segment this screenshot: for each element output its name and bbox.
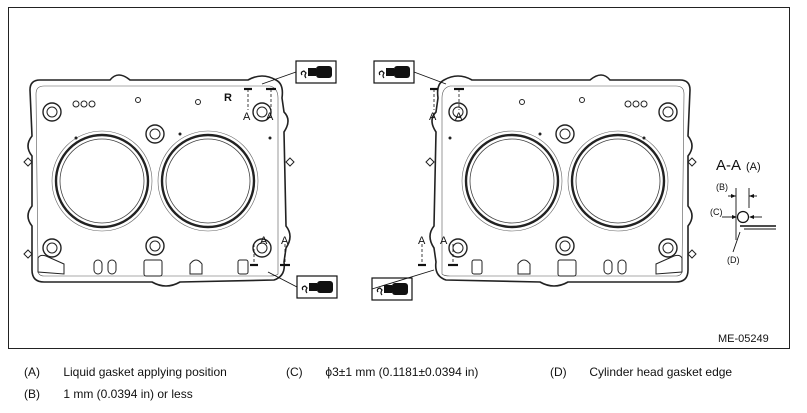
legend: (A) Liquid gasket applying position (B) …: [24, 365, 784, 409]
applicator-icon-top-left: [295, 60, 337, 84]
legend-item-d: (D) Cylinder head gasket edge: [550, 365, 732, 379]
section-letter-a: A: [266, 111, 274, 123]
legend-text: Cylinder head gasket edge: [589, 365, 733, 379]
legend-item-c: (C) ϕ3±1 mm (0.1181±0.0394 in): [286, 365, 478, 379]
section-title-ref: (A): [746, 161, 761, 173]
applicator-icon-bottom-right: [371, 277, 413, 301]
section-title: A-A: [716, 157, 741, 174]
section-letter-a: A: [455, 111, 463, 123]
legend-item-b: (B) 1 mm (0.0394 in) or less: [24, 387, 193, 401]
figure-frame: [8, 7, 790, 349]
legend-key: (C): [286, 365, 303, 379]
legend-key: (D): [550, 365, 567, 379]
head-mark-label: R: [224, 92, 232, 104]
section-letter-a: A: [429, 111, 437, 123]
detail-label-d: (D): [727, 255, 740, 265]
section-letter-a: A: [260, 235, 268, 247]
figure-code: ME-05249: [718, 333, 769, 345]
legend-text: 1 mm (0.0394 in) or less: [63, 387, 193, 401]
section-letter-a: A: [243, 111, 251, 123]
section-detail-arrowheads: [731, 194, 754, 219]
left-gasket: [22, 73, 296, 288]
right-gasket: [424, 73, 698, 288]
gasket-diagram: R A A A A A A A A A-A (A) (B: [22, 60, 776, 345]
legend-text: Liquid gasket applying position: [63, 365, 227, 379]
legend-key: (B): [24, 387, 40, 401]
section-letter-a: A: [418, 235, 426, 247]
legend-key: (A): [24, 365, 40, 379]
leader-lines: [261, 71, 447, 290]
section-letter-a: A: [281, 235, 289, 247]
legend-text: ϕ3±1 mm (0.1181±0.0394 in): [325, 365, 479, 379]
applicator-icon-bottom-left: [296, 275, 338, 299]
detail-label-b: (B): [716, 182, 728, 192]
section-letter-a: A: [440, 235, 448, 247]
applicator-icon-top-right: [373, 60, 415, 84]
section-detail-drawing: [722, 188, 776, 253]
detail-label-c: (C): [710, 207, 723, 217]
legend-item-a: (A) Liquid gasket applying position: [24, 365, 227, 379]
